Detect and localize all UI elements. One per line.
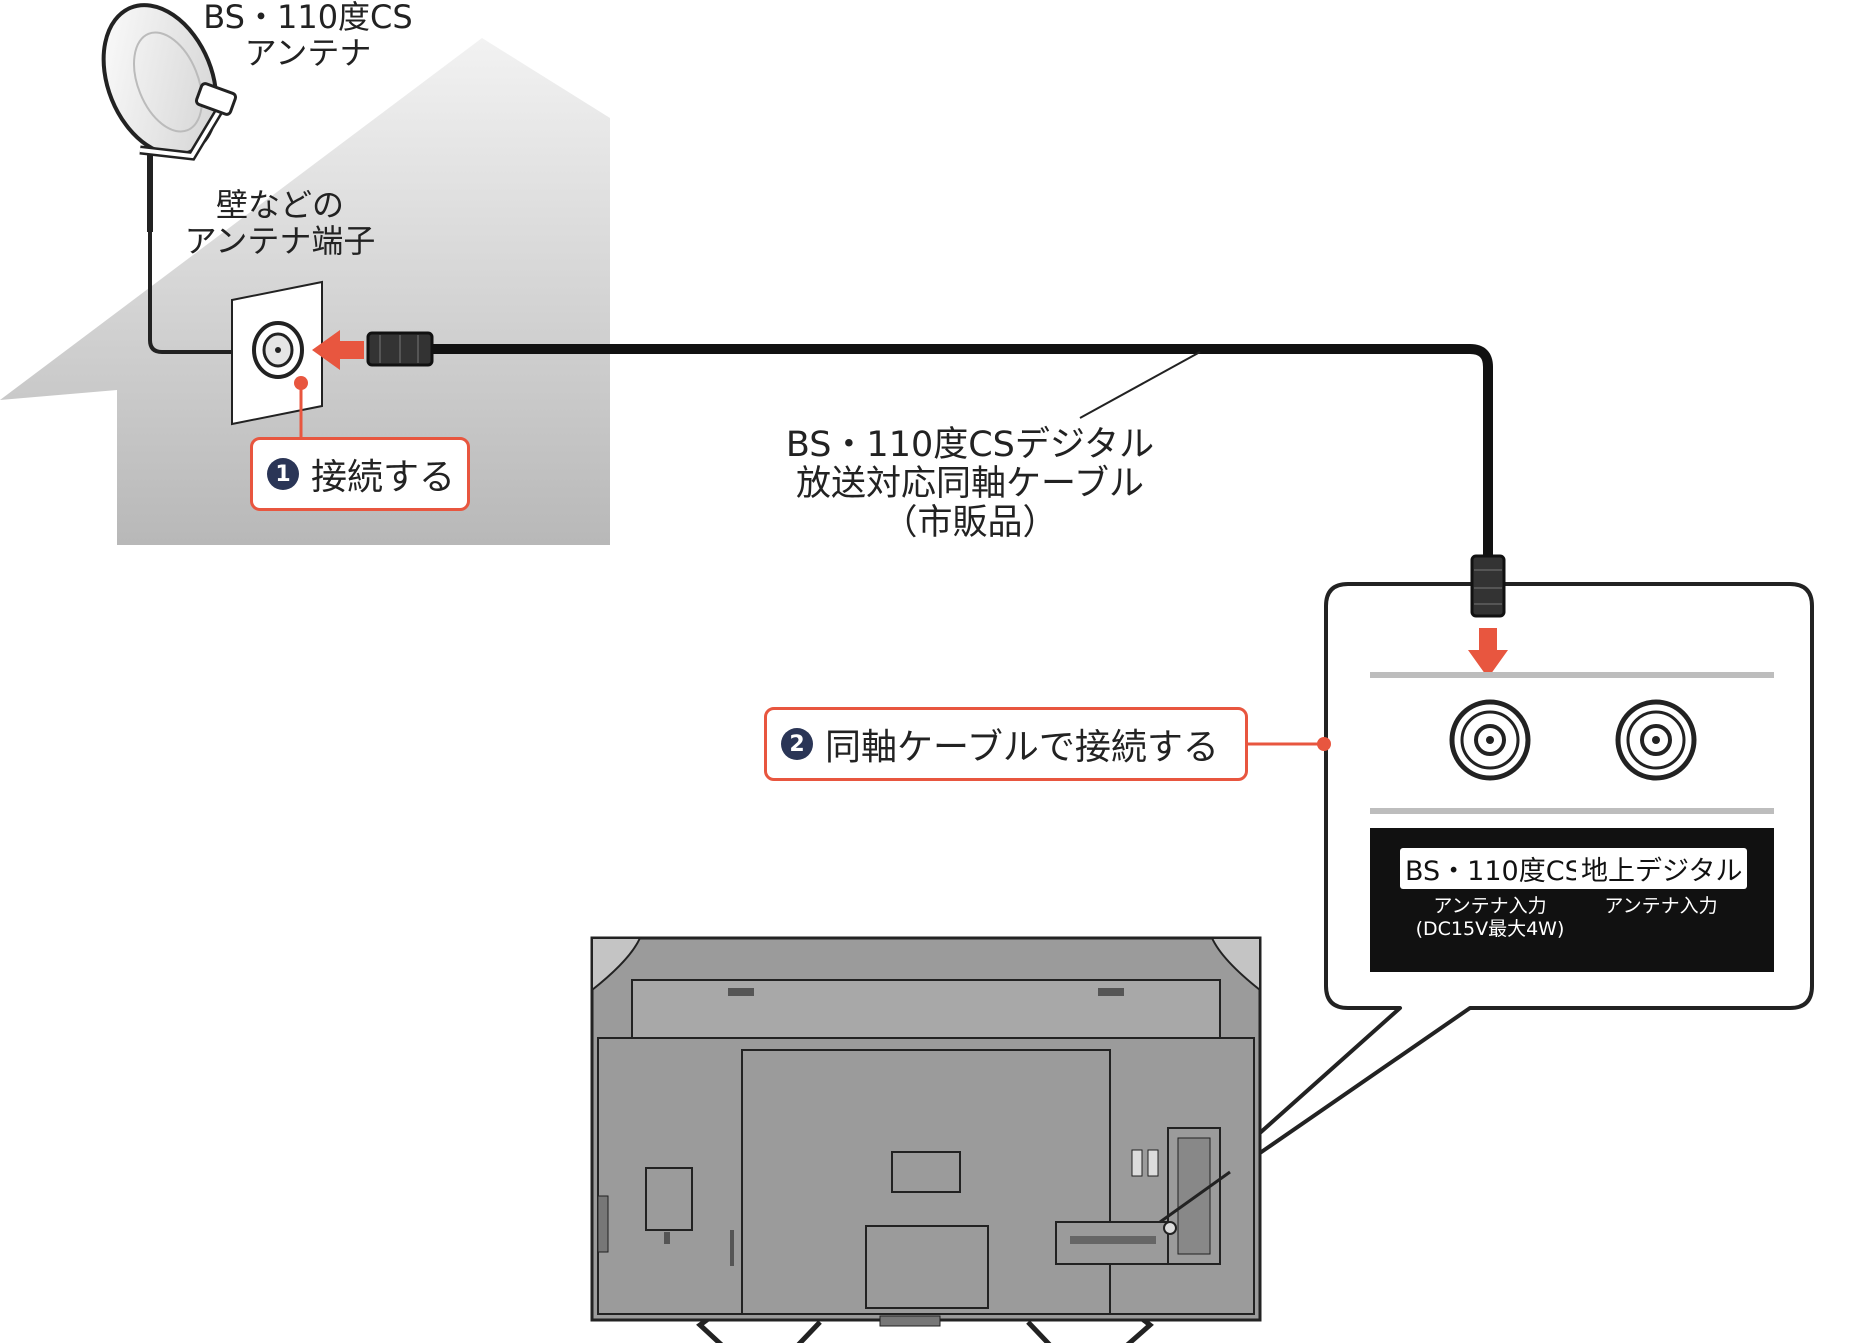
- antenna-wire: [148, 232, 232, 354]
- step-2-callout: 2 同軸ケーブルで接続する: [764, 707, 1248, 781]
- satellite-label-line1: BS・110度CS: [203, 0, 413, 36]
- bs-cs-antenna-jack: [1449, 699, 1531, 781]
- satellite-dish-icon: [101, 3, 238, 232]
- cable-label-line1: BS・110度CSデジタル: [785, 425, 1155, 465]
- wall-antenna-terminal: [231, 280, 323, 426]
- terrestrial-jack-label: 地上デジタル アンテナ入力: [1576, 848, 1748, 918]
- cable-label-line2: 放送対応同軸ケーブル: [796, 464, 1144, 505]
- step-2-number: 2: [781, 728, 813, 760]
- bs-cs-sub2: (DC15V最大4W): [1415, 917, 1565, 940]
- step-1-callout: 1 接続する: [250, 437, 470, 511]
- cable-label-line3: （市販品）: [882, 503, 1058, 544]
- step-2-text: 同軸ケーブルで接続する: [825, 727, 1219, 768]
- bs-cs-jack-label: BS・110度CS アンテナ入力 (DC15V最大4W): [1400, 848, 1587, 941]
- wall-terminal-line1: 壁などの: [215, 186, 344, 224]
- bs-cs-badge: BS・110度CS: [1400, 848, 1587, 889]
- tv-rear-view: [590, 936, 1262, 1343]
- wall-terminal-line2: アンテナ端子: [184, 221, 376, 260]
- terrestrial-badge: 地上デジタル: [1576, 848, 1748, 889]
- cable-plug-tv: [1470, 554, 1506, 618]
- terrestrial-sub1: アンテナ入力: [1604, 895, 1718, 917]
- coax-cable: [430, 344, 1493, 560]
- arrow-down-icon: [1468, 628, 1508, 678]
- arrow-left-icon: [312, 330, 364, 370]
- wall-terminal-label: 壁などの アンテナ端子: [160, 186, 400, 260]
- coax-cable-label: BS・110度CSデジタル 放送対応同軸ケーブル （市販品）: [760, 425, 1180, 544]
- cable-plug-wall: [366, 331, 434, 367]
- satellite-label-line2: アンテナ: [244, 33, 372, 72]
- bs-cs-sub1: アンテナ入力: [1433, 895, 1547, 917]
- satellite-antenna-label: BS・110度CS アンテナ: [188, 0, 428, 72]
- step-1-text: 接続する: [311, 457, 456, 498]
- terrestrial-antenna-jack: [1615, 699, 1697, 781]
- step-1-number: 1: [267, 458, 299, 490]
